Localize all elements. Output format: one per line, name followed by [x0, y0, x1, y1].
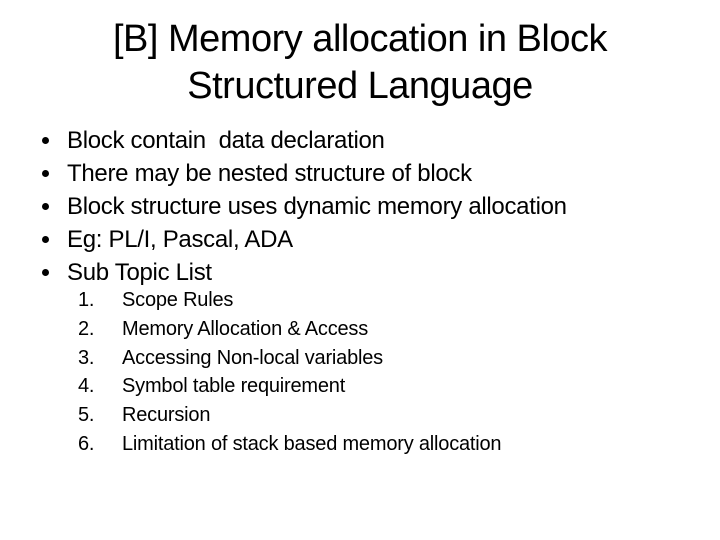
- slide-title-line-1: [B] Memory allocation in Block: [113, 18, 607, 60]
- bullet-list: Block contain data declaration There may…: [42, 124, 700, 289]
- subtopic-item: 2. Memory Allocation & Access: [78, 315, 700, 344]
- subtopic-list: 1. Scope Rules 2. Memory Allocation & Ac…: [78, 286, 700, 459]
- bullet-item-text: Sub Topic List: [67, 259, 212, 286]
- subtopic-number: 2.: [78, 317, 95, 340]
- subtopic-number: 5.: [78, 404, 95, 427]
- subtopic-text: Recursion: [122, 404, 211, 427]
- subtopic-text: Memory Allocation & Access: [122, 317, 369, 340]
- subtopic-text: Symbol table requirement: [122, 375, 346, 398]
- subtopic-number: 1.: [78, 289, 95, 311]
- subtopic-number: 4.: [78, 375, 95, 398]
- slide-title: [B] Memory allocation in Block Structure…: [40, 16, 680, 110]
- subtopic-item: 6. Limitation of stack based memory allo…: [78, 430, 700, 459]
- slide-title-line-2: Structured Language: [187, 65, 533, 107]
- bullet-item-text: Eg: PL/I, Pascal, ADA: [67, 226, 293, 253]
- subtopic-text: Scope Rules: [122, 289, 234, 311]
- subtopic-item: 3. Accessing Non-local variables: [78, 344, 700, 373]
- bullet-dot-icon: [42, 170, 49, 177]
- subtopic-item: 4. Symbol table requirement: [78, 372, 700, 401]
- subtopic-item: 5. Recursion: [78, 401, 700, 430]
- subtopic-text: Limitation of stack based memory allocat…: [122, 432, 502, 455]
- subtopic-number: 3.: [78, 346, 95, 369]
- bullet-item: Sub Topic List: [42, 256, 700, 289]
- bullet-item: Block contain data declaration: [42, 124, 700, 157]
- bullet-item-text: Block structure uses dynamic memory allo…: [67, 193, 567, 220]
- subtopic-text: Accessing Non-local variables: [122, 346, 383, 369]
- bullet-item: There may be nested structure of block: [42, 157, 700, 190]
- subtopic-number: 6.: [78, 432, 95, 455]
- bullet-dot-icon: [42, 137, 49, 144]
- bullet-dot-icon: [42, 203, 49, 210]
- bullet-item-text: There may be nested structure of block: [67, 160, 472, 187]
- bullet-item: Eg: PL/I, Pascal, ADA: [42, 223, 700, 256]
- subtopic-item: 1. Scope Rules: [78, 286, 700, 315]
- bullet-item-text: Block contain data declaration: [67, 127, 385, 154]
- bullet-dot-icon: [42, 236, 49, 243]
- bullet-item: Block structure uses dynamic memory allo…: [42, 190, 700, 223]
- bullet-dot-icon: [42, 269, 49, 276]
